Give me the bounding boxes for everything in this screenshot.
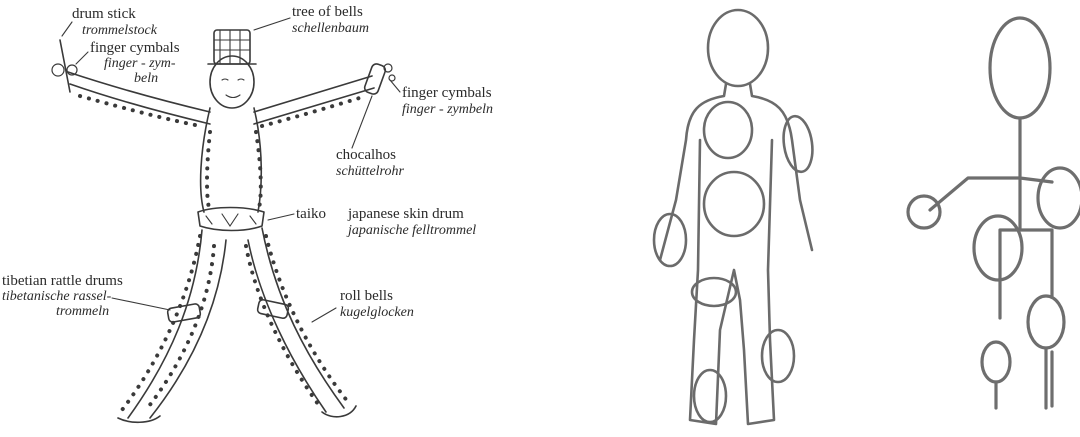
label-chocalhos: chocalhos	[336, 147, 396, 163]
stick-circle-right-hand	[1038, 168, 1080, 228]
tree-of-bells-drawing	[208, 30, 256, 64]
stick-circle-right-leg	[1028, 296, 1064, 348]
instrument-figure: drum stick trommelstock tree of bells sc…	[2, 4, 493, 422]
label-tibetian-rattle-drums: tibetian rattle drums	[2, 273, 123, 289]
taiko-waist-drum	[198, 208, 264, 231]
bead-chains	[80, 96, 366, 410]
figure-leg-left	[128, 230, 226, 418]
stick-circle-left-leg	[982, 342, 1010, 382]
stick-circle-left-hand	[908, 196, 940, 228]
stick-head	[990, 18, 1050, 118]
label-japanese-skin-drum: japanese skin drum	[347, 206, 464, 222]
label-finger-cymbals-left: finger cymbals	[90, 40, 180, 56]
label-tibetanische-rassel: tibetanische rassel-	[2, 289, 112, 304]
figure-face	[222, 79, 244, 98]
outline-head	[708, 10, 768, 86]
label-finger-cymbals-right: finger cymbals	[402, 85, 492, 101]
label-schellenbaum: schellenbaum	[292, 21, 369, 36]
stick-figure	[908, 18, 1080, 408]
stick-circle-center	[974, 216, 1022, 280]
outline-oval-knee-right	[762, 330, 794, 382]
outline-torso-legs	[690, 140, 774, 424]
stick-lines	[930, 118, 1052, 406]
label-roll-bells: roll bells	[340, 288, 393, 304]
outline-oval-chest	[704, 102, 752, 158]
label-finger-zymbeln-left-1: finger - zym-	[104, 56, 176, 71]
label-finger-zymbeln-right: finger - zymbeln	[402, 102, 493, 117]
label-schuettelrohr: schüttelrohr	[336, 164, 404, 179]
label-kugelglocken: kugelglocken	[340, 305, 414, 320]
label-trommeln: trommeln	[56, 304, 109, 319]
label-taiko: taiko	[296, 206, 326, 222]
body-outline-figure	[654, 10, 816, 424]
label-japanische-felltrommel: japanische felltrommel	[346, 223, 476, 238]
outline-oval-knee-left	[694, 370, 726, 422]
drum-stick-left-hand	[52, 40, 77, 92]
outline-oval-belly	[704, 172, 764, 236]
outline-oval-upper-arm	[780, 114, 816, 173]
label-finger-zymbeln-left-2: beln	[134, 71, 158, 86]
label-tree-of-bells: tree of bells	[292, 4, 363, 20]
label-trommelstock: trommelstock	[82, 23, 158, 38]
figure-arm-right	[254, 76, 374, 124]
label-drum-stick: drum stick	[72, 6, 136, 22]
instrument-labels: drum stick trommelstock tree of bells sc…	[2, 4, 493, 320]
